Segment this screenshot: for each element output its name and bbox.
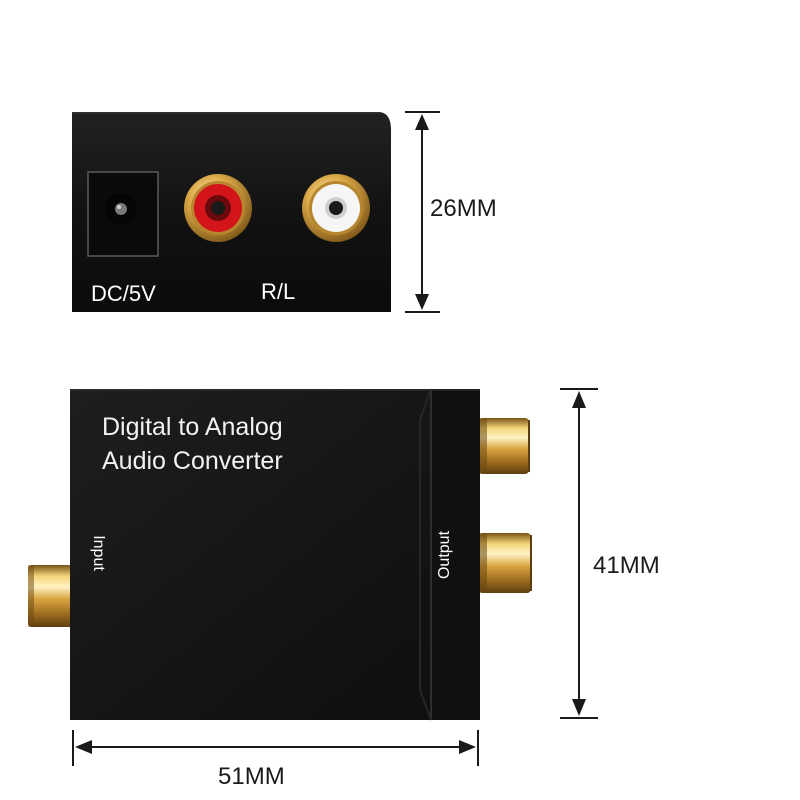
output-rca-connector-top xyxy=(479,418,530,474)
product-title-line-2: Audio Converter xyxy=(102,447,283,475)
height-dimension-label-top: 41MM xyxy=(593,552,660,579)
dc-power-jack xyxy=(87,171,159,257)
output-label: Output xyxy=(436,530,454,580)
input-label: Input xyxy=(89,535,107,571)
output-jacks-label: R/L xyxy=(261,279,296,304)
height-dimension-line-top xyxy=(560,388,598,719)
arrowhead-down xyxy=(572,699,586,716)
arrowhead-right xyxy=(459,740,476,754)
height-dimension-line-end xyxy=(405,111,440,313)
input-optical-connector xyxy=(28,565,74,627)
top-view-housing xyxy=(70,388,480,721)
output-rca-connector-bottom xyxy=(479,533,532,593)
height-dimension-label-end: 26MM xyxy=(430,195,497,222)
product-title-line-1: Digital to Analog xyxy=(102,413,283,441)
arrowhead-up xyxy=(415,114,429,130)
width-dimension-label: 51MM xyxy=(218,763,285,790)
white-rca-jack xyxy=(302,174,370,242)
arrowhead-down xyxy=(415,294,429,310)
width-dimension-line xyxy=(72,730,479,766)
arrowhead-left xyxy=(75,740,92,754)
red-rca-jack xyxy=(184,174,252,242)
arrowhead-up xyxy=(572,391,586,408)
dc-power-label: DC/5V xyxy=(91,281,156,306)
